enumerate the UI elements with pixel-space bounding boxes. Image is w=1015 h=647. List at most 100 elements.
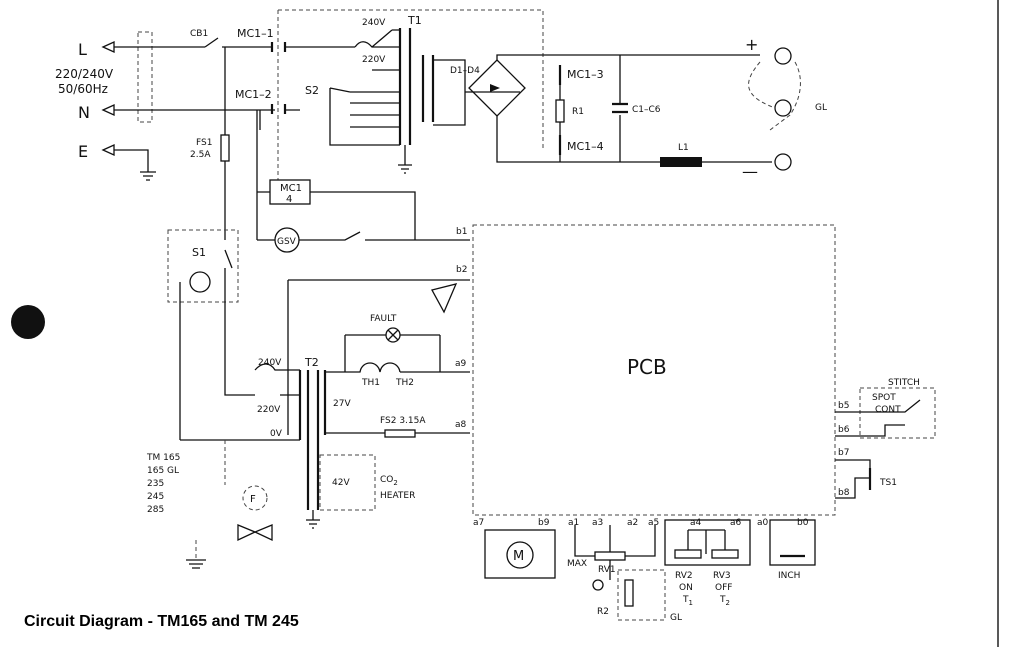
term-a3: a3 — [592, 518, 603, 528]
mc1-2-label: MC1–2 — [235, 88, 272, 101]
model-item: 285 — [147, 505, 165, 515]
inch-box — [769, 519, 816, 566]
d1-d4-label: D1–D4 — [450, 66, 480, 76]
positive-output-socket — [774, 47, 792, 65]
mains-frequency: 50/60Hz — [58, 82, 108, 96]
cont-label: CONT — [875, 405, 901, 415]
motor-circle — [506, 541, 534, 569]
term-a7: a7 — [473, 518, 484, 528]
th1-label: TH1 — [361, 378, 380, 388]
mc1-mechanical-link — [277, 9, 544, 180]
rv3-pot — [711, 549, 739, 559]
fs1-fuse — [220, 134, 230, 162]
t1-220v: 220V — [362, 55, 386, 65]
ts1-label: TS1 — [879, 478, 897, 488]
fs1-label: FS1 — [196, 138, 212, 148]
output-minus: — — [742, 162, 758, 181]
term-b8: b8 — [838, 488, 850, 498]
negative-output-socket — [774, 153, 792, 171]
fan-earth — [186, 559, 206, 569]
mains-connector-arrows — [101, 40, 115, 157]
warning-triangle — [431, 283, 458, 314]
term-a9: a9 — [455, 359, 467, 369]
l1-inductor — [660, 157, 702, 167]
hole-punch-dot — [11, 305, 45, 339]
t2-240v: 240V — [258, 358, 282, 368]
term-b6: b6 — [838, 425, 850, 435]
r1-resistor — [555, 99, 565, 123]
s1-box — [167, 229, 239, 303]
term-a4: a4 — [690, 518, 702, 528]
rv2-label: RV2 — [675, 571, 693, 581]
spot-label: SPOT — [872, 393, 896, 403]
stitch-label: STITCH — [888, 378, 920, 388]
mains-voltage: 220/240V — [55, 67, 114, 81]
max-label: MAX — [567, 559, 587, 569]
term-b5: b5 — [838, 401, 849, 411]
gl-label: GL — [815, 103, 827, 113]
r2-label: R2 — [597, 607, 609, 617]
term-b0: b0 — [797, 518, 809, 528]
label-L: L — [78, 40, 87, 59]
bridge-output — [496, 54, 660, 163]
t2-220v: 220V — [257, 405, 281, 415]
label-E: E — [78, 142, 88, 161]
diagram-title: Circuit Diagram - TM165 and TM 245 — [24, 613, 299, 630]
model-list: TM 165 165 GL 235 245 285 — [147, 452, 180, 517]
term-a0: a0 — [757, 518, 769, 528]
t1-windings — [398, 28, 435, 145]
fs1-value: 2.5A — [190, 150, 211, 160]
rv2-pot — [674, 549, 702, 559]
t2-label: T2 — [304, 356, 319, 369]
rv1-pot — [594, 551, 626, 561]
heater-42v: 42V — [332, 478, 350, 488]
term-a5: a5 — [648, 518, 659, 528]
th2-label: TH2 — [395, 378, 414, 388]
term-a8: a8 — [455, 420, 467, 430]
fault-label: FAULT — [370, 314, 397, 324]
l1-label: L1 — [678, 143, 689, 153]
gun-socket — [774, 99, 792, 117]
t2-0v: 0V — [270, 429, 283, 439]
rv1-knob-icon — [592, 579, 604, 591]
t1-secondary — [433, 59, 520, 126]
c1-label: C1–C6 — [632, 105, 661, 115]
mc1-1-label: MC1–1 — [237, 27, 274, 40]
model-item: 235 — [147, 479, 165, 489]
fs2-fuse — [384, 429, 416, 438]
mc1-coil-num: 4 — [286, 194, 292, 205]
dc-bus — [559, 54, 760, 162]
t1-240v: 240V — [362, 18, 386, 28]
fan-blades — [237, 524, 273, 542]
term-a6: a6 — [730, 518, 742, 528]
s1-label: S1 — [192, 246, 206, 259]
cb1-label: CB1 — [190, 29, 208, 39]
pcb-label: PCB — [627, 355, 667, 379]
earth-symbol — [140, 171, 156, 181]
output-plus: + — [745, 35, 758, 54]
r1-label: R1 — [572, 107, 584, 117]
rv1-label: RV1 — [598, 565, 616, 575]
t1-tap-link — [354, 29, 400, 71]
inch-label: INCH — [778, 571, 800, 581]
gsv-label: GSV — [277, 237, 297, 247]
motor-box — [484, 529, 556, 579]
gl2-label: GL — [670, 613, 682, 623]
rv3-t2: T2 — [719, 595, 730, 607]
cb1-switch — [204, 37, 272, 48]
terminal-block — [137, 31, 153, 123]
heater-label: HEATER — [380, 491, 415, 501]
mode-switch-box — [859, 387, 936, 439]
fan-label: F — [250, 494, 256, 505]
mains-wires — [114, 46, 275, 172]
pcb-outline — [472, 224, 836, 516]
c1-capacitor — [612, 102, 628, 114]
term-a1: a1 — [568, 518, 579, 528]
thermostats — [325, 362, 470, 373]
fs2-label: FS2 3.15A — [380, 416, 426, 426]
rv2-t1: T1 — [682, 595, 693, 607]
term-b1: b1 — [456, 227, 467, 237]
term-b9: b9 — [538, 518, 550, 528]
